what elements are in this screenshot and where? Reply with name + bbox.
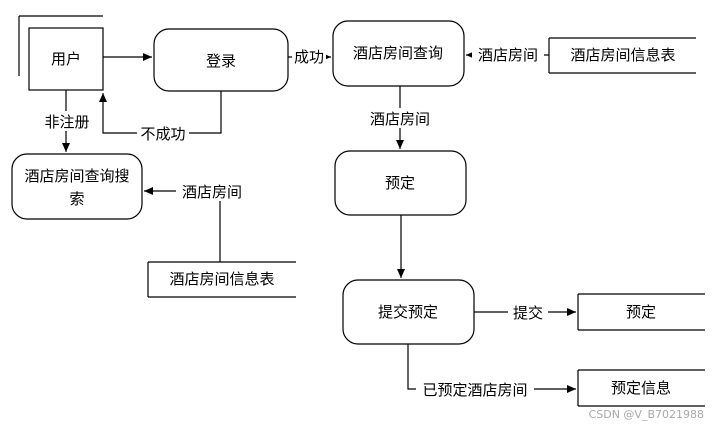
- flow-booked-rooms-label: 已预定酒店房间: [422, 381, 527, 399]
- flow-hotel-room-top-label: 酒店房间: [478, 46, 538, 64]
- hotel-info-store-left: 酒店房间信息表: [147, 261, 296, 298]
- submit-booking-label: 提交预定: [378, 303, 438, 321]
- flow-left-store-to-search: [144, 187, 221, 262]
- watermark: CSDN @V_B7021988: [589, 408, 704, 421]
- flow-hotel-room-mid-label: 酒店房间: [370, 110, 430, 128]
- booking-process: 预定: [334, 150, 467, 216]
- hotel-search-label-line2: 索: [69, 190, 84, 208]
- user-label: 用户: [51, 50, 81, 68]
- user-entity: 用户: [18, 15, 104, 91]
- flow-fail-label: 不成功: [140, 125, 185, 143]
- hotel-info-store-top: 酒店房间信息表: [548, 37, 696, 74]
- hotel-search-label-line1: 酒店房间查询搜: [24, 167, 129, 185]
- submit-booking-process: 提交预定: [342, 279, 475, 345]
- booking-store-label: 预定: [626, 303, 656, 321]
- hotel-info-store-top-label: 酒店房间信息表: [570, 46, 675, 64]
- flow-unregistered-label: 非注册: [44, 113, 89, 131]
- hotel-search-process: 酒店房间查询搜 索: [11, 153, 143, 220]
- flow-submit-label: 提交: [513, 304, 543, 322]
- flow-hotel-room-left-label: 酒店房间: [182, 183, 242, 201]
- booking-info-store: 预定信息: [577, 369, 705, 407]
- hotel-info-store-left-label: 酒店房间信息表: [169, 270, 274, 288]
- login-process: 登录: [153, 28, 289, 92]
- flow-success-label: 成功: [294, 48, 324, 66]
- booking-store: 预定: [577, 293, 705, 331]
- hotel-query-label: 酒店房间查询: [353, 44, 443, 62]
- hotel-query-process: 酒店房间查询: [332, 20, 465, 87]
- booking-label: 预定: [385, 174, 415, 192]
- booking-info-store-label: 预定信息: [611, 379, 671, 397]
- login-label: 登录: [206, 52, 236, 70]
